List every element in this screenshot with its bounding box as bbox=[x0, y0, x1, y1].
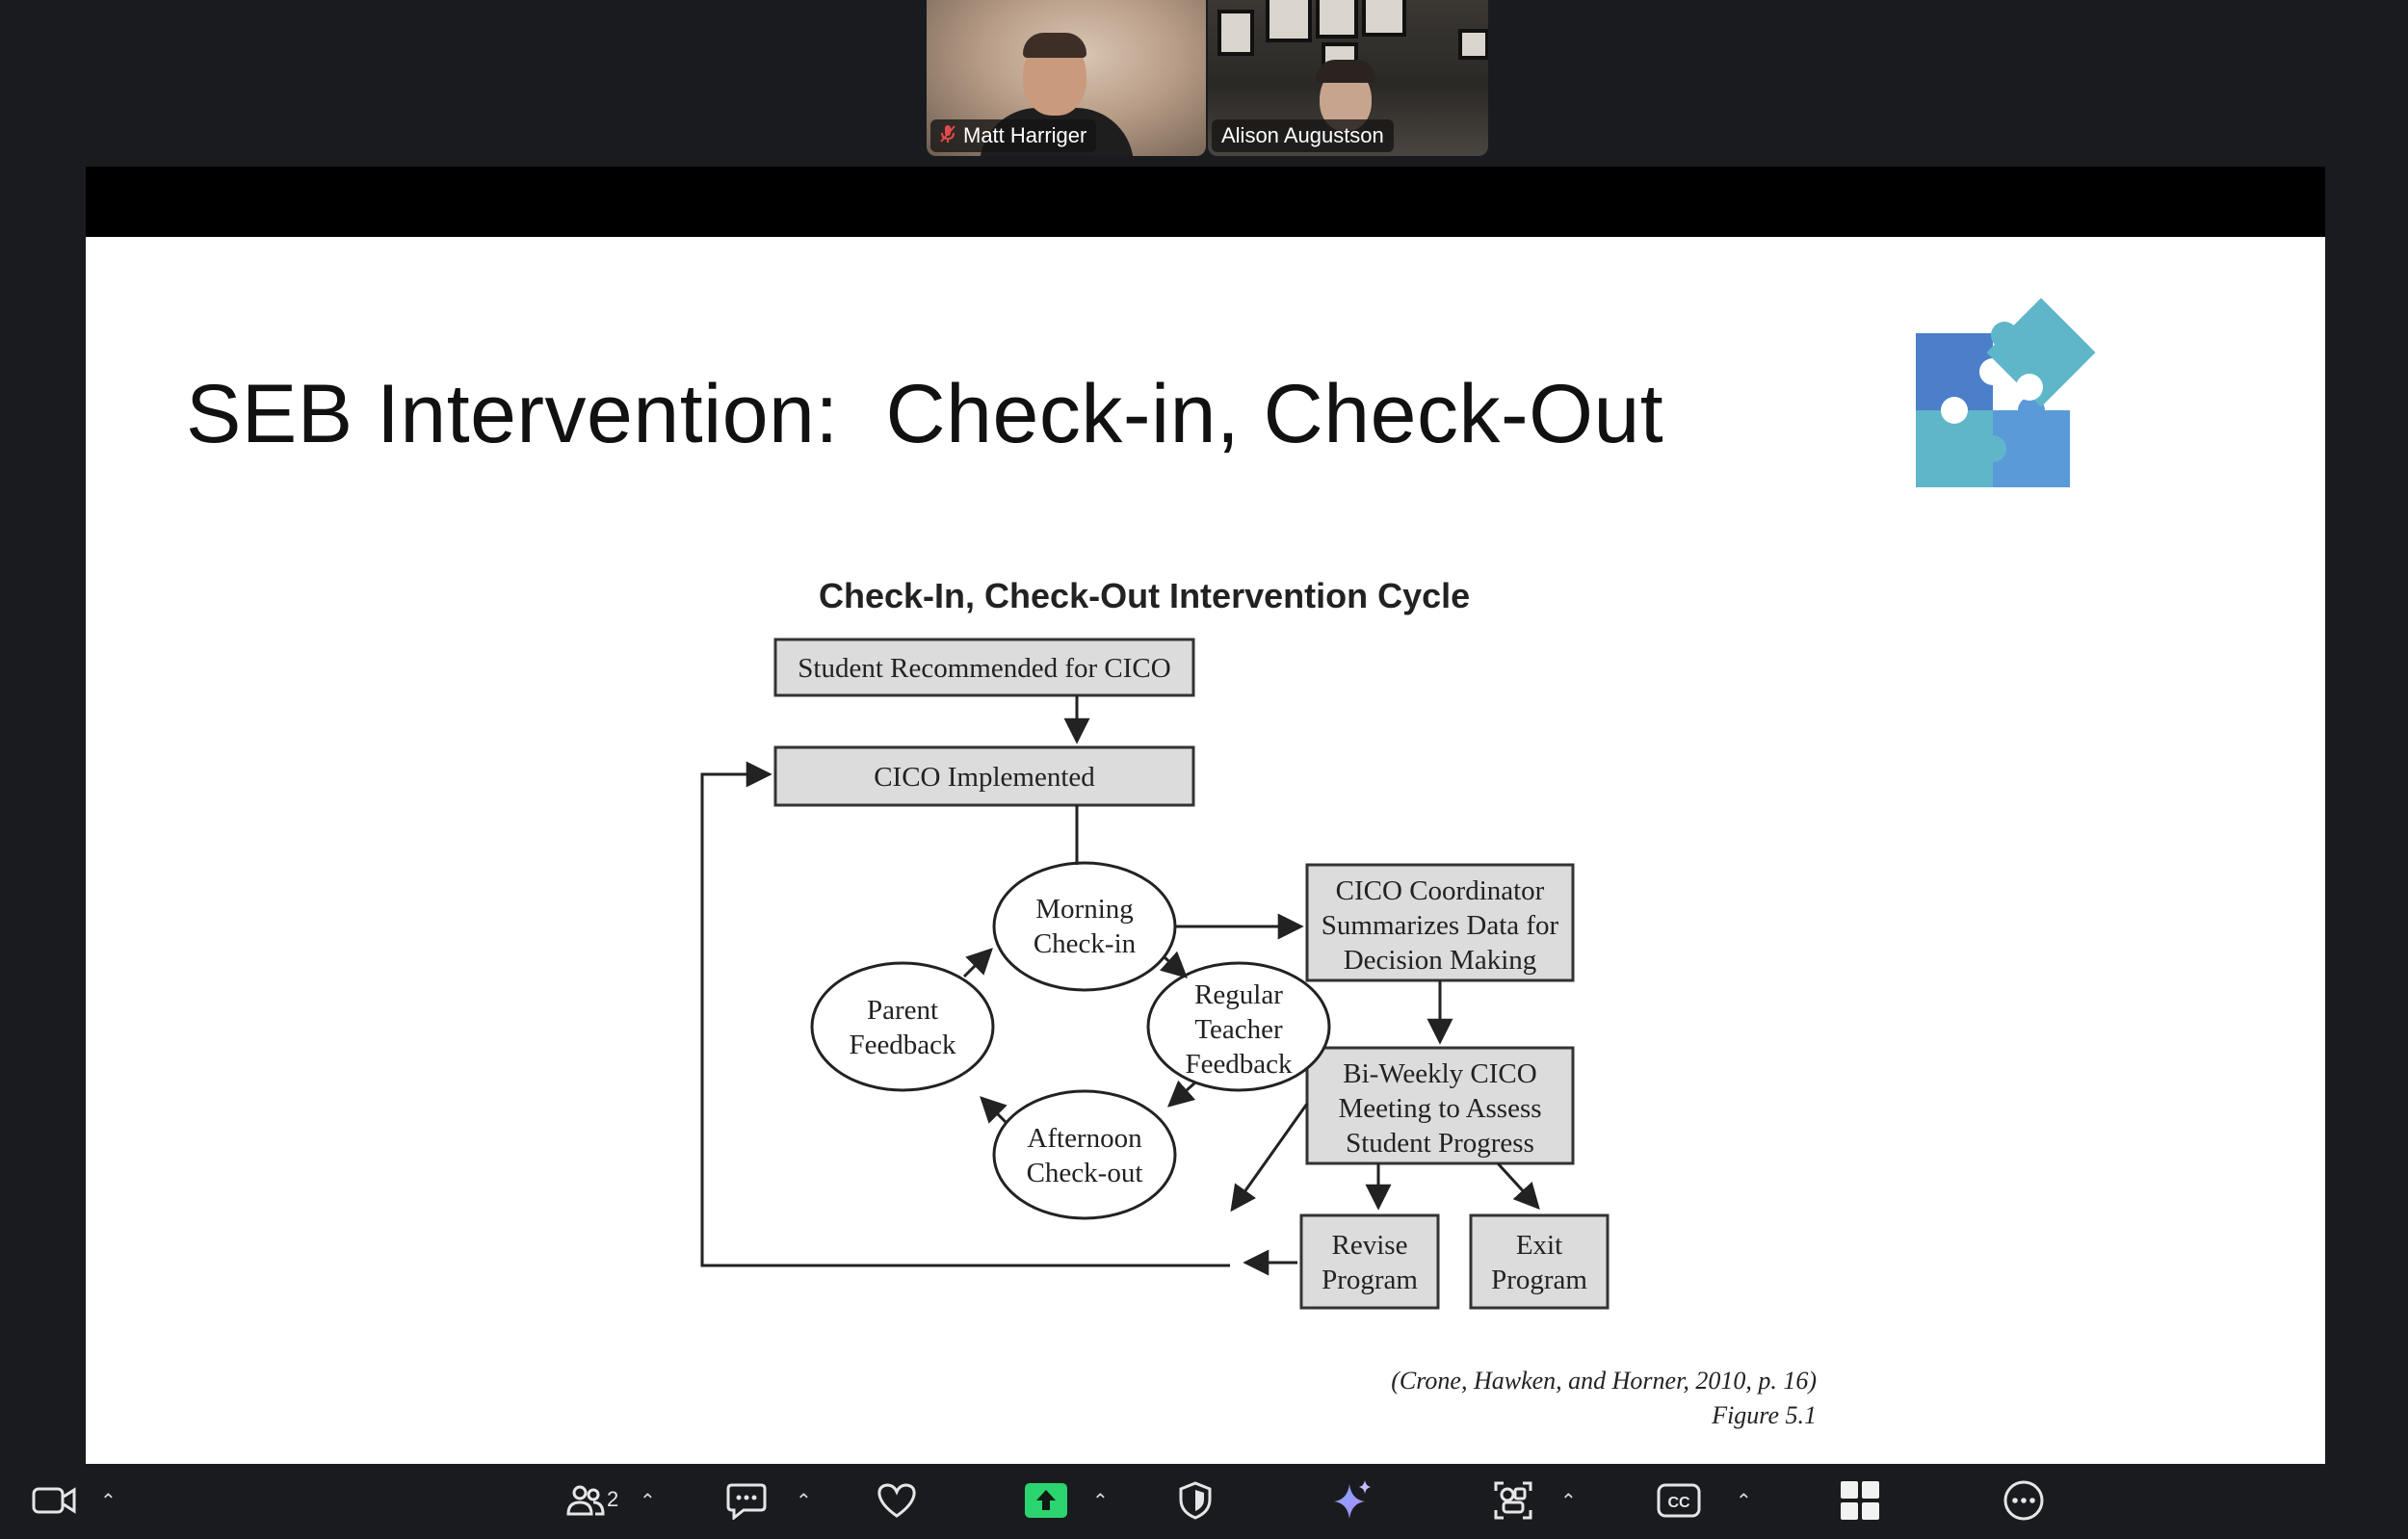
docs-button[interactable] bbox=[1836, 1464, 1884, 1539]
box-student-recommended: Student Recommended for CICO bbox=[773, 638, 1195, 697]
chat-bubble-icon bbox=[723, 1477, 770, 1524]
ellipse-morning-checkin: Morning Check-in bbox=[992, 861, 1177, 992]
video-button[interactable] bbox=[27, 1464, 81, 1539]
node-label: Program bbox=[1322, 1265, 1418, 1295]
node-label: Student Progress bbox=[1346, 1128, 1534, 1159]
participant-name: Matt Harriger bbox=[963, 123, 1087, 147]
wall-frame bbox=[1362, 0, 1406, 37]
apps-icon bbox=[1490, 1477, 1536, 1524]
node-label: Teacher bbox=[1194, 1014, 1283, 1045]
node-label: Meeting to Assess bbox=[1338, 1093, 1541, 1124]
chat-button[interactable] bbox=[722, 1464, 771, 1539]
participant-hair bbox=[1316, 60, 1375, 83]
chat-caret-icon[interactable]: ⌃ bbox=[796, 1491, 812, 1512]
participants-icon bbox=[563, 1477, 609, 1524]
participant-name: Alison Augustson bbox=[1221, 123, 1384, 147]
arrow-meeting-to-exit bbox=[1496, 1161, 1540, 1210]
node-label: Revise bbox=[1332, 1230, 1408, 1261]
arrow-parent-to-morning bbox=[962, 948, 993, 978]
ellipse-teacher-feedback: Regular Teacher Feedback bbox=[1146, 961, 1331, 1092]
name-tag: Matt Harriger bbox=[930, 119, 1097, 152]
more-button[interactable] bbox=[2000, 1464, 2048, 1539]
node-label: Program bbox=[1491, 1265, 1587, 1295]
node-label: Check-in bbox=[1034, 928, 1137, 959]
box-biweekly-meeting: Bi-Weekly CICO Meeting to Assess Student… bbox=[1305, 1046, 1575, 1165]
sparkle-icon bbox=[1329, 1477, 1375, 1524]
node-label: Feedback bbox=[849, 1030, 956, 1060]
svg-text:CC: CC bbox=[1667, 1495, 1690, 1511]
more-ellipsis-icon bbox=[2001, 1477, 2047, 1524]
arrow-morning-to-teacher bbox=[1159, 951, 1188, 978]
cico-cycle-diagram: Student Recommended for CICO CICO Implem… bbox=[700, 638, 1610, 1310]
diagram-connectors bbox=[700, 695, 1540, 1276]
ai-companion-button[interactable] bbox=[1327, 1464, 1377, 1539]
video-tile-alison[interactable]: Alison Augustson bbox=[1208, 0, 1488, 156]
node-label: Decision Making bbox=[1344, 945, 1537, 976]
wall-frame bbox=[1217, 10, 1254, 56]
name-tag: Alison Augustson bbox=[1212, 119, 1394, 152]
node-label: Exit bbox=[1516, 1230, 1562, 1261]
node-label: Morning bbox=[1035, 894, 1134, 925]
citation-source: (Crone, Hawken, and Horner, 2010, p. 16) bbox=[1391, 1367, 1817, 1395]
node-label: CICO Implemented bbox=[874, 762, 1095, 793]
share-caret-icon[interactable]: ⌃ bbox=[1092, 1491, 1109, 1512]
captions-caret-icon[interactable]: ⌃ bbox=[1736, 1491, 1752, 1512]
figure-title: Check-In, Check-Out Intervention Cycle bbox=[819, 576, 1471, 615]
apps-button[interactable] bbox=[1489, 1464, 1537, 1539]
box-exit-program: Exit Program bbox=[1469, 1213, 1610, 1310]
participants-button[interactable] bbox=[557, 1464, 615, 1539]
node-label: Check-out bbox=[1027, 1158, 1143, 1188]
shared-screen-letterbox bbox=[86, 167, 2325, 237]
participants-caret-icon[interactable]: ⌃ bbox=[640, 1491, 656, 1512]
wall-frame bbox=[1458, 29, 1488, 60]
figure-citation: (Crone, Hawken, and Horner, 2010, p. 16)… bbox=[1391, 1364, 1817, 1433]
react-button[interactable] bbox=[873, 1464, 921, 1539]
node-label: Student Recommended for CICO bbox=[798, 653, 1170, 684]
arrow-meeting-to-loop bbox=[1230, 1103, 1309, 1213]
loop-back-to-implemented bbox=[700, 761, 1230, 1267]
arrow-teacher-to-afternoon bbox=[1166, 1080, 1196, 1108]
ellipse-parent-feedback: Parent Feedback bbox=[810, 961, 995, 1092]
meeting-toolbar: ⌃ 2 ⌃ ⌃ ⌃ ⌃ bbox=[0, 1464, 2408, 1539]
closed-captions-icon: CC bbox=[1656, 1477, 1702, 1524]
apps-caret-icon[interactable]: ⌃ bbox=[1560, 1491, 1577, 1512]
heart-icon bbox=[874, 1477, 920, 1524]
arrow-afternoon-to-parent bbox=[980, 1096, 1008, 1125]
node-label: Feedback bbox=[1185, 1049, 1293, 1080]
share-screen-button[interactable] bbox=[1021, 1464, 1071, 1539]
wall-frame bbox=[1316, 0, 1358, 39]
node-label: CICO Coordinator bbox=[1336, 875, 1545, 906]
shield-icon bbox=[1172, 1477, 1218, 1524]
mic-muted-icon bbox=[940, 124, 955, 148]
share-screen-icon bbox=[1023, 1477, 1069, 1524]
node-label: Summarizes Data for bbox=[1322, 910, 1559, 941]
ellipse-afternoon-checkout: Afternoon Check-out bbox=[992, 1089, 1177, 1220]
citation-figure-number: Figure 5.1 bbox=[1712, 1401, 1817, 1429]
participant-hair bbox=[1023, 33, 1086, 58]
slide-title: SEB Intervention: Check-in, Check-Out bbox=[186, 368, 1664, 460]
video-camera-icon bbox=[31, 1477, 77, 1524]
node-label: Regular bbox=[1194, 979, 1283, 1010]
host-tools-button[interactable] bbox=[1171, 1464, 1219, 1539]
participants-count: 2 bbox=[607, 1487, 619, 1511]
video-tile-matt[interactable]: Matt Harriger bbox=[927, 0, 1206, 156]
box-coordinator-summarizes: CICO Coordinator Summarizes Data for Dec… bbox=[1305, 863, 1575, 982]
shared-slide: SEB Intervention: Check-in, Check-Out Ch… bbox=[86, 237, 2325, 1464]
node-label: Parent bbox=[867, 995, 938, 1026]
wall-frame bbox=[1266, 0, 1312, 42]
video-options-caret-icon[interactable]: ⌃ bbox=[100, 1491, 117, 1512]
captions-button[interactable]: CC bbox=[1653, 1464, 1705, 1539]
grid-tiles-icon bbox=[1837, 1477, 1883, 1524]
node-label: Bi-Weekly CICO bbox=[1343, 1058, 1536, 1089]
box-revise-program: Revise Program bbox=[1299, 1213, 1440, 1310]
puzzle-pieces-icon bbox=[1916, 298, 2096, 487]
box-cico-implemented: CICO Implemented bbox=[773, 745, 1195, 807]
node-label: Afternoon bbox=[1027, 1123, 1142, 1154]
